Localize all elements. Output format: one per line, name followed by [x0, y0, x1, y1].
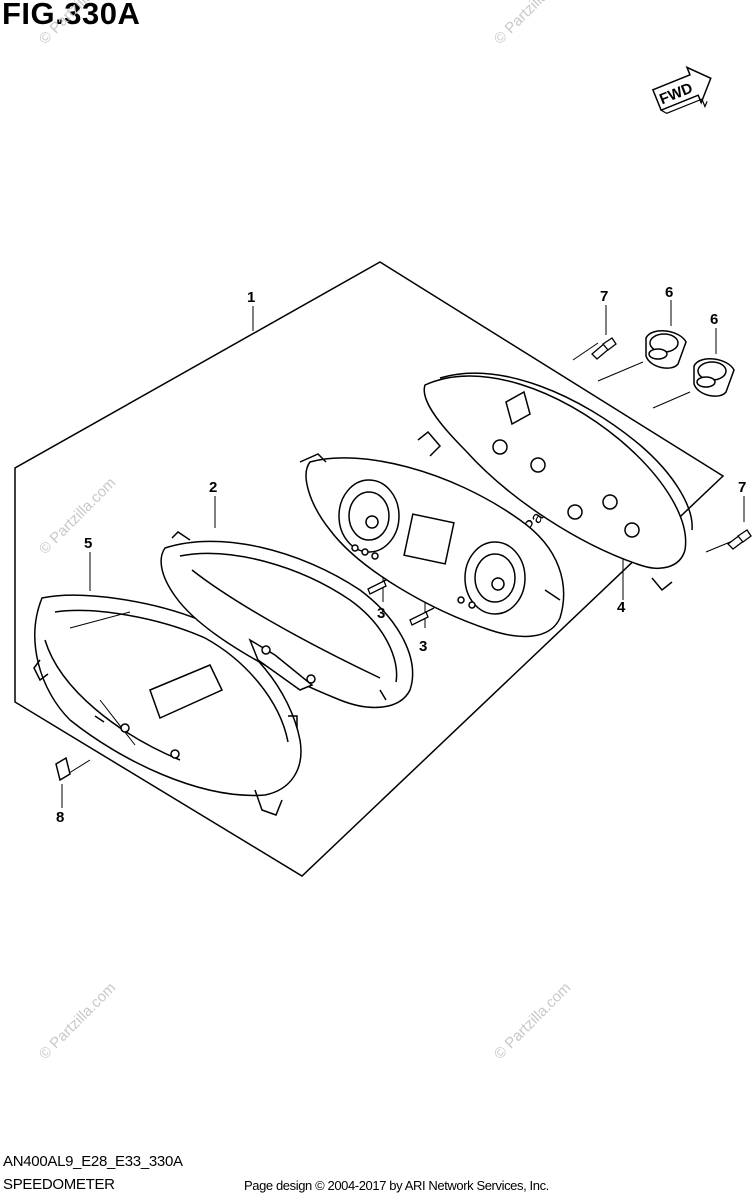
- callout-6: 6: [710, 311, 718, 328]
- callout-7: 7: [738, 479, 746, 496]
- watermark: © Partzilla.com: [36, 979, 119, 1062]
- meter-bezel: [160, 531, 414, 709]
- copyright-notice: Page design © 2004-2017 by ARI Network S…: [244, 1178, 549, 1193]
- bulb: [367, 576, 435, 626]
- figure-title: FIG.330A: [2, 0, 141, 31]
- grommet: [645, 330, 687, 369]
- callout-3: 3: [419, 638, 427, 655]
- grommet: [693, 358, 735, 397]
- callout-5: 5: [84, 535, 92, 552]
- diagram-name: SPEEDOMETER: [3, 1176, 115, 1193]
- watermark: © Partzilla.com: [36, 474, 119, 557]
- label-sticker: [55, 756, 71, 782]
- callout-6: 6: [665, 284, 673, 301]
- assembly-boundary: [14, 261, 725, 877]
- callout-8: 8: [56, 809, 64, 826]
- callout-1: 1: [247, 289, 255, 306]
- callout-2: 2: [209, 479, 217, 496]
- diagram-code: AN400AL9_E28_E33_330A: [3, 1153, 183, 1170]
- callout-4: 4: [617, 599, 626, 616]
- watermark: © Partzilla.com: [491, 0, 574, 48]
- screw: [727, 529, 752, 550]
- screw: [591, 337, 617, 360]
- callout-3: 3: [377, 605, 385, 622]
- watermark: © Partzilla.com: [36, 0, 119, 48]
- meter-case: [417, 372, 693, 592]
- callout-7: 7: [600, 288, 608, 305]
- watermark: © Partzilla.com: [491, 979, 574, 1062]
- meter-unit: [299, 453, 565, 638]
- leader-lines: [61, 300, 745, 808]
- fwd-arrow: FWD: [651, 65, 712, 115]
